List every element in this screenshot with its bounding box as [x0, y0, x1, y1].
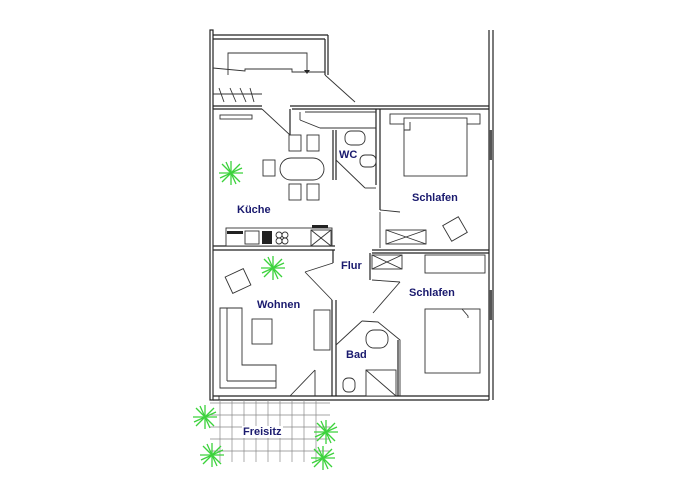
bedroom-1-furniture — [385, 113, 492, 245]
plant-icon — [314, 420, 338, 444]
room-label-schlafen-1: Schlafen — [412, 192, 458, 204]
room-label-bad: Bad — [346, 349, 367, 361]
plant-icon — [219, 161, 243, 185]
room-label-schlafen-2: Schlafen — [409, 287, 455, 299]
plant-icons — [193, 161, 338, 470]
plant-icon — [261, 256, 285, 280]
plant-icon — [311, 446, 335, 470]
living-room-furniture — [219, 268, 331, 389]
room-label-wc: WC — [339, 149, 358, 161]
plant-icon — [193, 405, 217, 429]
wc-fixtures — [344, 130, 377, 168]
bath-fixtures — [342, 329, 397, 397]
room-label-kueche: Küche — [237, 204, 271, 216]
room-label-flur: Flur — [341, 260, 362, 272]
room-label-freisitz: Freisitz — [242, 426, 283, 438]
kitchen-furniture — [213, 87, 333, 247]
bedroom-2-furniture — [371, 254, 492, 374]
room-label-wohnen: Wohnen — [257, 299, 301, 311]
plant-icon — [200, 443, 224, 467]
